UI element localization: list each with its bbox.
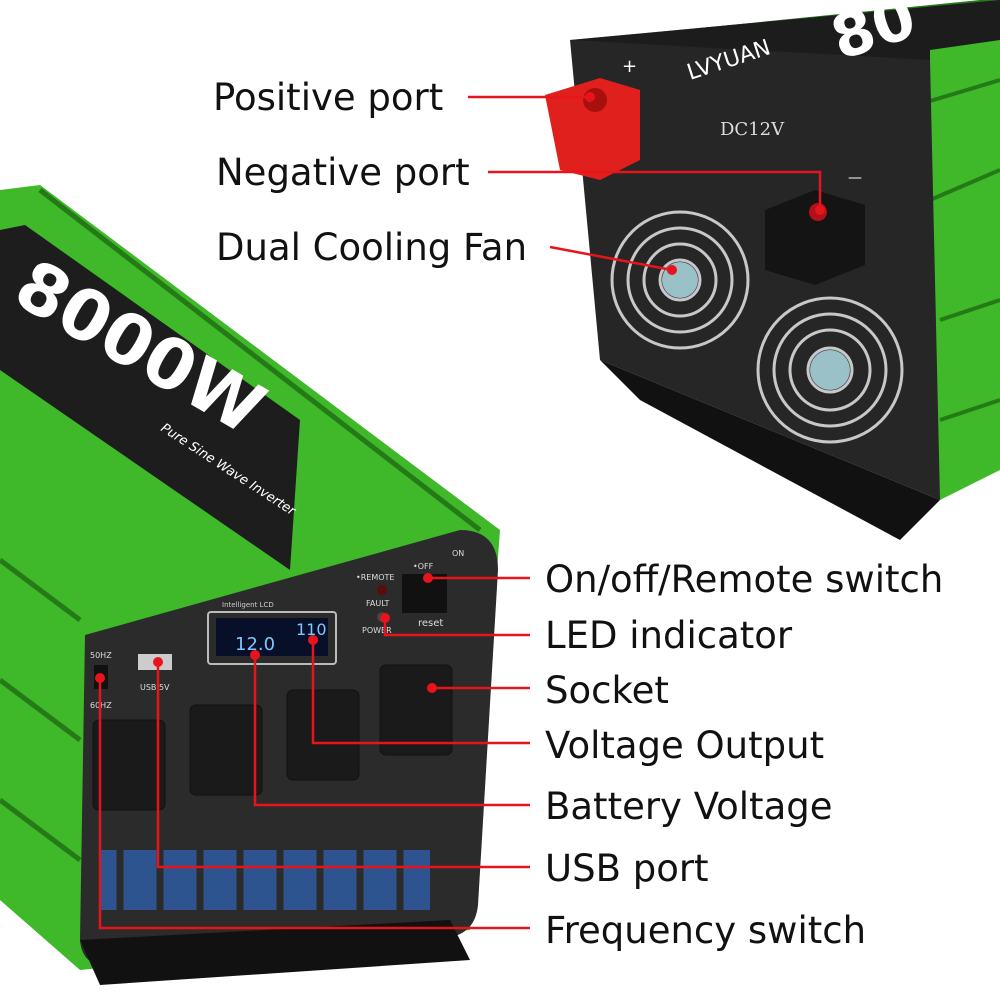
- off-label: •OFF: [413, 562, 434, 571]
- callout-frequency-switch: Frequency switch: [545, 909, 867, 952]
- front-inverter: 8000W Pure Sine Wave Inverter 12.0 110 I…: [0, 185, 500, 985]
- callout-positive-port: Positive port: [213, 76, 444, 119]
- callout-led-indicator: LED indicator: [545, 614, 793, 657]
- rear-inverter: LVYUAN 80 DC12V + —: [545, 0, 1000, 540]
- callout-dual-cooling-fan: Dual Cooling Fan: [216, 226, 528, 269]
- negative-mark: —: [848, 170, 862, 186]
- lcd-battery-voltage: 12.0: [235, 634, 275, 655]
- fault-label: FAULT: [366, 599, 390, 608]
- negative-terminal: [765, 190, 865, 285]
- callout-voltage-output: Voltage Output: [545, 724, 825, 767]
- power-label: POWER: [362, 626, 392, 635]
- lcd-output-voltage: 110: [296, 620, 327, 639]
- ac-sockets: [92, 664, 453, 811]
- reset-label: reset: [418, 618, 443, 629]
- positive-mark: +: [622, 56, 637, 77]
- lcd-caption: Intelligent LCD: [222, 601, 274, 609]
- on-label: ON: [452, 549, 464, 558]
- callout-lines: [98, 95, 822, 930]
- usb-label: USB 5V: [140, 683, 170, 692]
- dc-input-label: DC12V: [720, 119, 785, 140]
- cooling-fans: [610, 210, 904, 444]
- callout-battery-voltage: Battery Voltage: [545, 785, 833, 828]
- callout-socket: Socket: [545, 669, 669, 712]
- callout-usb-port: USB port: [545, 847, 709, 890]
- hz50-label: 50HZ: [90, 651, 112, 660]
- positive-terminal: [545, 78, 640, 180]
- callout-on-off-remote-switch: On/off/Remote switch: [545, 558, 944, 601]
- remote-label: •REMOTE: [356, 573, 394, 582]
- callout-negative-port: Negative port: [216, 151, 470, 194]
- callout-dots: [95, 92, 825, 693]
